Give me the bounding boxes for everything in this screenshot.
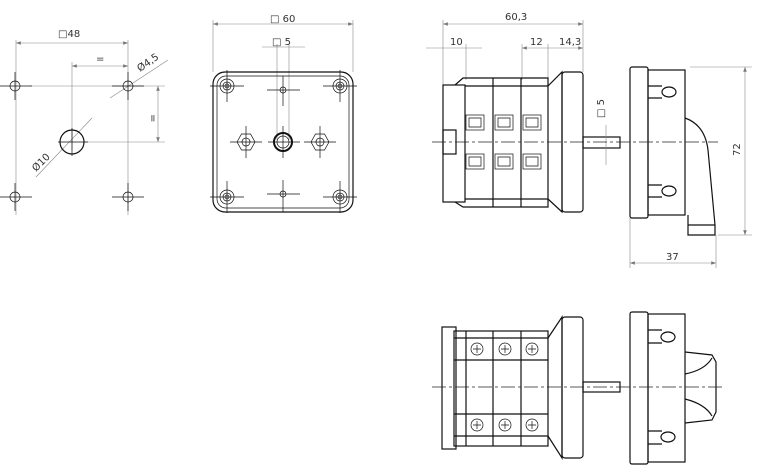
dim-square-48: □48 <box>58 29 80 40</box>
dim-square-60: □ 60 <box>270 14 295 25</box>
front-view: □ 60 □ 5 <box>210 14 357 213</box>
dim-first-module: 10 <box>450 37 463 48</box>
drilling-template-view: □48 = = Ø4,5 Ø10 <box>0 29 169 215</box>
dim-hole-dia: Ø4,5 <box>135 51 161 74</box>
dim-overall-length: 60,3 <box>505 12 527 23</box>
dim-equal-h: = <box>96 54 104 65</box>
dim-height: 72 <box>732 143 743 156</box>
dim-module: 12 <box>530 37 543 48</box>
dim-flange: 14,3 <box>559 37 581 48</box>
dim-center-dia: Ø10 <box>30 151 53 174</box>
side-view: 60,3 10 12 14,3 □ 5 <box>426 12 752 268</box>
dim-shaft-square: □ 5 <box>272 37 291 48</box>
dim-equal-v: = <box>147 114 158 122</box>
top-view <box>432 311 725 465</box>
dim-handle-depth: 37 <box>666 252 679 263</box>
dim-side-shaft-square: □ 5 <box>596 99 607 118</box>
